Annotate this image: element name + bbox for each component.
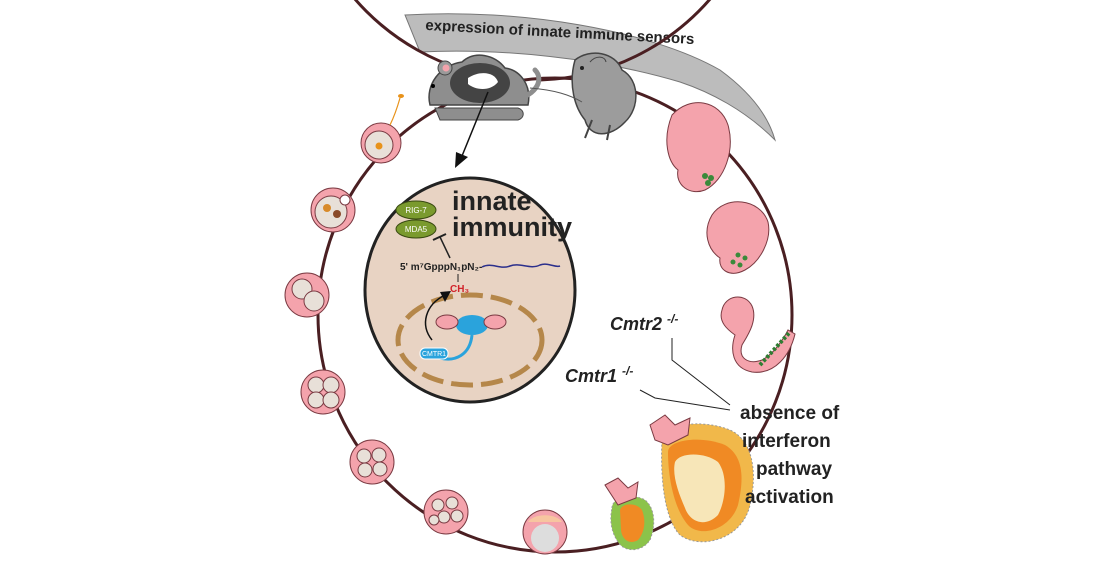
banner-shape: [404, 13, 776, 142]
inhibition-arrow: [432, 233, 451, 259]
sensor-rig7: RIG-7: [395, 200, 437, 220]
embryo-8-cell: [300, 369, 346, 415]
cmtr2-leader: [671, 338, 731, 406]
zygote-pronuclei: [310, 187, 356, 233]
fetus-late: [666, 102, 731, 193]
methyl-group: CH₃: [450, 284, 469, 295]
fertilized-oocyte: [360, 94, 404, 164]
fetus-mid: [706, 201, 770, 274]
enzyme-label: CMTR1: [422, 351, 446, 358]
svg-text:Cmtr1 -/-: Cmtr1 -/-: [565, 364, 633, 386]
cmtr1-superscript: -/-: [622, 364, 633, 378]
cmtr2-label: Cmtr2: [610, 314, 662, 334]
cap-formula: 5' m⁷GpppN₁pN₂-: [400, 262, 482, 273]
blastocyst: [522, 509, 568, 555]
sensor-mda5: MDA5: [395, 219, 437, 239]
egg-cylinder-small: [604, 477, 655, 551]
outcome-text: absence of interferon pathway activation: [740, 403, 840, 508]
outcome-line1: absence of: [740, 403, 840, 424]
cmtr1-complex: CMTR1: [419, 314, 507, 361]
sensor-mda5-label: MDA5: [405, 225, 428, 234]
morula: [423, 489, 469, 535]
cmtr1-knockout: Cmtr1 -/-: [565, 364, 731, 411]
outcome-line4: activation: [745, 487, 834, 508]
cell-title-line2: immunity: [452, 212, 572, 242]
cmtr2-knockout: Cmtr2 -/-: [610, 312, 731, 406]
rna-strand: [481, 263, 561, 268]
embryo-early: [720, 296, 796, 373]
outcome-line2: interferon: [742, 431, 831, 452]
adult-mouse: [428, 54, 542, 121]
embryo-4-cell: [284, 272, 330, 318]
nucleus-outline: [395, 292, 545, 388]
cmtr2-superscript: -/-: [667, 312, 678, 326]
mouse-to-cell-arrow: [455, 91, 489, 168]
outcome-line3: pathway: [756, 459, 832, 480]
svg-text:Cmtr2 -/-: Cmtr2 -/-: [610, 312, 678, 334]
cmtr1-label: Cmtr1: [565, 366, 617, 386]
egg-cylinder-large: [649, 414, 754, 543]
cell-title-line1: innate: [452, 186, 532, 216]
sensor-rig7-label: RIG-7: [405, 206, 427, 215]
embryo-16-cell: [349, 439, 395, 485]
cell-diagram: innate immunity RIG-7 MDA5 5' m⁷GpppN₁pN…: [363, 176, 577, 404]
cmtr1-leader: [639, 389, 731, 411]
methylation-arrow: [424, 291, 451, 341]
neonatal-pup: [529, 52, 637, 141]
